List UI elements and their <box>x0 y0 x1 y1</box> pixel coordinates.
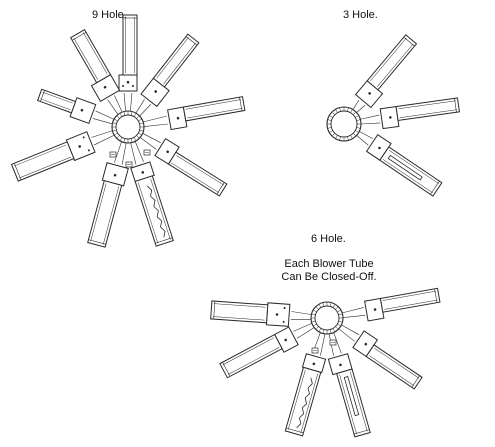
blower-tube <box>284 354 325 436</box>
blower-tube <box>131 162 175 246</box>
spoke-line <box>342 307 363 312</box>
spoke-line <box>144 124 168 127</box>
spoke-line <box>357 135 369 145</box>
blower-tube <box>65 30 119 102</box>
spoke-line <box>136 99 145 113</box>
blower-tube <box>353 331 426 389</box>
spoke-line <box>291 311 311 314</box>
spoke-line <box>293 323 311 331</box>
spoke-line <box>124 93 126 111</box>
blower-tube <box>141 34 204 106</box>
spoke-line <box>93 118 112 123</box>
nine-hole-label: 9 Hole. <box>92 9 127 21</box>
tube-arm <box>123 15 137 75</box>
spoke-line <box>140 104 151 116</box>
nine-hole-assembly <box>11 15 246 248</box>
blower-tube <box>356 35 421 108</box>
blower-tube <box>211 299 290 326</box>
spoke-line <box>135 141 143 161</box>
blower-tube <box>86 163 128 248</box>
spoke-line <box>143 116 166 122</box>
tube-arm <box>366 345 422 389</box>
blower-tube <box>36 85 95 123</box>
spoke-line <box>361 115 380 119</box>
three-hole-assembly <box>327 35 460 196</box>
tube-arm <box>168 152 226 196</box>
spoke-line <box>114 96 122 112</box>
blower-tube <box>367 135 445 196</box>
blower-tube <box>168 97 246 130</box>
six-hole-assembly <box>211 288 441 438</box>
note-line-1: Each Blower Tube <box>281 258 376 271</box>
spoke-line <box>130 93 132 111</box>
blower-tube <box>11 132 95 183</box>
spoke-line <box>353 100 359 109</box>
tube-arm <box>135 176 173 246</box>
spoke-line <box>343 315 365 317</box>
spoke-line <box>359 132 372 139</box>
spoke-line <box>94 135 114 145</box>
blower-tube <box>380 98 460 129</box>
tube-bolt <box>127 81 130 84</box>
spoke-line <box>122 143 126 165</box>
spoke-line <box>108 100 118 115</box>
tube-arm <box>12 142 74 181</box>
tube-arm <box>211 301 268 323</box>
tube-arm <box>88 181 122 247</box>
blower-tube <box>155 139 230 196</box>
spoke-line <box>297 328 314 339</box>
spoke-line <box>96 111 114 119</box>
blower-tube <box>220 327 298 381</box>
spoke-line <box>357 105 365 112</box>
blower-tube <box>119 15 137 91</box>
note-line-2: Can Be Closed-Off. <box>281 271 376 284</box>
three-hole-label: 3 Hole. <box>343 9 378 21</box>
spoke-line <box>131 143 136 164</box>
spoke-line <box>91 131 112 138</box>
tube-arm <box>153 34 199 87</box>
blower-tube <box>365 288 441 321</box>
blower-tube <box>328 354 370 438</box>
spoke-line <box>320 334 325 356</box>
six-hole-label: 6 Hole. <box>311 233 346 245</box>
closable-tube-note: Each Blower Tube Can Be Closed-Off. <box>281 258 376 284</box>
tube-dot <box>132 85 134 87</box>
tube-dot <box>122 85 124 87</box>
spoke-line <box>361 123 380 124</box>
tube-arm <box>367 35 416 90</box>
tube-arm <box>220 335 282 378</box>
